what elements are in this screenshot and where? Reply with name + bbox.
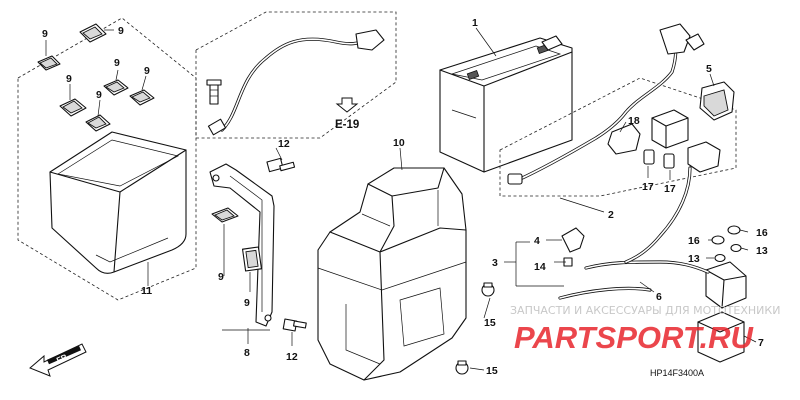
bolt-12-top <box>266 157 296 173</box>
callout-17-a: 17 <box>642 181 654 193</box>
relay-cover <box>699 81 735 121</box>
watermark-brand: PARTSPORT.RU <box>514 320 754 355</box>
callout-11: 11 <box>141 285 152 297</box>
callout-14: 14 <box>534 261 546 273</box>
callout-17-b: 17 <box>664 183 676 195</box>
terminal-boot <box>687 141 721 173</box>
callout-9b: 9 <box>118 25 124 37</box>
watermark: ЗАПЧАСТИ И АКСЕССУАРЫ ДЛЯ МОТОТЕХНИКИ PA… <box>510 304 780 355</box>
callout-9e: 9 <box>144 65 150 77</box>
callout-4: 4 <box>534 235 540 247</box>
nut-stack <box>711 225 742 263</box>
callout-13-b: 13 <box>688 253 700 265</box>
callout-5: 5 <box>706 63 712 75</box>
battery-holder <box>209 163 275 327</box>
callout-13-a: 13 <box>756 245 768 257</box>
cushion-pad <box>79 23 107 43</box>
callout-1: 1 <box>472 17 478 29</box>
cushion-pad <box>103 79 129 96</box>
callout-2: 2 <box>608 209 614 221</box>
callout-6: 6 <box>656 291 662 303</box>
callout-15-lower: 15 <box>486 365 498 377</box>
e19-reference-arrow: E-19 <box>335 97 359 131</box>
callout-labels: 1 2 3 4 5 6 7 8 9 9 9 9 9 9 9 9 10 11 12… <box>42 17 768 377</box>
callout-12-bottom: 12 <box>286 351 298 363</box>
callout-9g: 9 <box>218 271 224 283</box>
callout-7: 7 <box>758 337 764 349</box>
clip-pair <box>643 149 675 169</box>
cushion-pad <box>85 114 111 132</box>
callout-10: 10 <box>393 137 405 149</box>
starter-cable <box>558 166 710 300</box>
screw-15-lower <box>455 360 469 375</box>
cushion-pad <box>37 55 61 71</box>
callout-16-b: 16 <box>688 235 700 247</box>
callout-9c: 9 <box>66 73 72 85</box>
callout-12-top: 12 <box>278 138 290 150</box>
starter-relay <box>697 261 747 363</box>
battery-cover <box>317 167 467 381</box>
callout-18: 18 <box>628 115 640 127</box>
callout-16-a: 16 <box>756 227 768 239</box>
callout-3: 3 <box>492 257 498 269</box>
callout-15-upper: 15 <box>484 317 496 329</box>
fuse-relay-box <box>607 109 689 155</box>
diagram-code: HP14F3400A <box>650 368 704 378</box>
callout-8: 8 <box>244 347 250 359</box>
cushion-pad <box>129 89 155 106</box>
ground-terminal <box>561 227 585 267</box>
cushion-pad <box>59 98 87 117</box>
cushion-pad <box>211 207 239 223</box>
battery-case-group <box>17 17 197 301</box>
cushion-pad <box>241 246 263 272</box>
leader-lines <box>45 27 757 371</box>
cross-reference-label: E-19 <box>335 119 359 131</box>
callout-9h: 9 <box>244 297 250 309</box>
positive-cable-group <box>499 23 737 197</box>
watermark-subtitle: ЗАПЧАСТИ И АКСЕССУАРЫ ДЛЯ МОТОТЕХНИКИ <box>510 304 780 317</box>
screw-15-upper <box>481 282 495 297</box>
callout-9a: 9 <box>42 28 48 40</box>
front-direction-marker: FR. <box>29 343 87 377</box>
e19-cable-group <box>195 11 397 139</box>
callout-9d: 9 <box>114 57 120 69</box>
callout-9f: 9 <box>96 89 102 101</box>
battery <box>439 35 573 173</box>
battery-case <box>49 131 187 274</box>
bolt-12-bottom <box>282 318 307 332</box>
